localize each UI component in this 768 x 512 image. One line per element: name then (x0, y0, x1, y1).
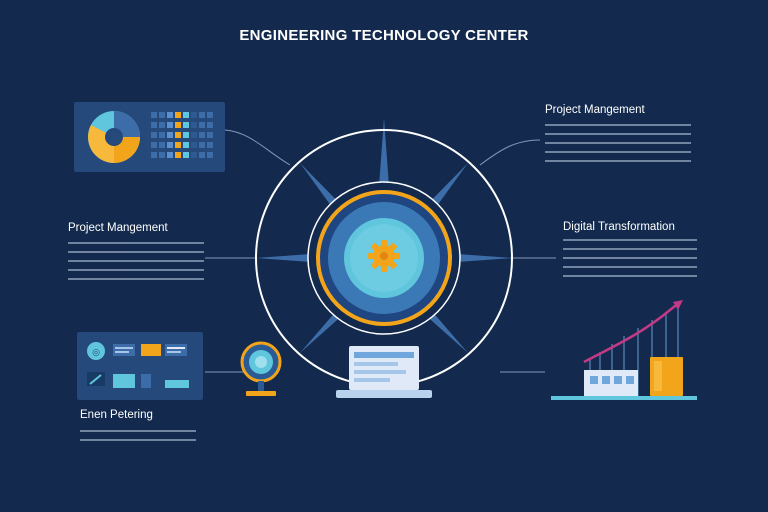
grid-tile (191, 112, 197, 118)
grid-tile (159, 152, 165, 158)
grid-tile (207, 142, 213, 148)
grid-tile (167, 132, 173, 138)
text-block-top-right (545, 121, 691, 167)
grid-tile (183, 132, 189, 138)
lens-icon (240, 341, 282, 396)
grid-tile (191, 132, 197, 138)
grid-tile (183, 122, 189, 128)
label-bottom-left: Enen Petering (80, 409, 153, 421)
grid-tile (207, 132, 213, 138)
grid-tile (207, 122, 213, 128)
label-top-right: Project Mangement (545, 104, 645, 116)
grid-tile (151, 142, 157, 148)
pie-chart-icon (88, 111, 140, 163)
grid-tile (167, 152, 173, 158)
page-title: ENGINEERING TECHNOLOGY CENTER (239, 27, 529, 44)
grid-tile (175, 122, 181, 128)
grid-tile (183, 152, 189, 158)
tile-grid (151, 112, 213, 158)
grid-tile (183, 112, 189, 118)
grid-tile (191, 152, 197, 158)
grid-tile (159, 122, 165, 128)
grid-tile (207, 152, 213, 158)
grid-tile (191, 122, 197, 128)
grid-tile (167, 142, 173, 148)
grid-tile (159, 112, 165, 118)
grid-tile (151, 112, 157, 118)
text-block-mid-right (563, 236, 697, 282)
grid-tile (207, 112, 213, 118)
connector-top-right (479, 139, 541, 166)
grid-tile (175, 132, 181, 138)
label-mid-left: Project Mangement (68, 222, 168, 234)
text-block-bottom-left (80, 427, 196, 445)
grid-tile (191, 142, 197, 148)
grid-tile (151, 122, 157, 128)
grid-tile (199, 152, 205, 158)
gear-icon (368, 240, 400, 272)
grid-tile (175, 152, 181, 158)
grid-tile (167, 112, 173, 118)
connector-top-left (224, 129, 291, 166)
svg-text:◎: ◎ (92, 348, 100, 358)
grid-tile (159, 142, 165, 148)
grid-tile (199, 142, 205, 148)
grid-tile (151, 152, 157, 158)
connector-lines (205, 129, 556, 373)
blade (378, 118, 390, 200)
grid-tile (183, 142, 189, 148)
grid-tile (159, 132, 165, 138)
grid-tile (167, 122, 173, 128)
grid-tile (151, 132, 157, 138)
grid-tile (199, 112, 205, 118)
label-mid-right: Digital Transformation (563, 221, 675, 233)
grid-tile (199, 122, 205, 128)
growth-chart-icon (551, 300, 697, 400)
grid-tile (175, 112, 181, 118)
dashboard-icon: ◎ (77, 332, 203, 400)
pie-dashboard (74, 102, 225, 172)
grid-tile (199, 132, 205, 138)
text-block-mid-left (68, 239, 204, 285)
grid-tile (175, 142, 181, 148)
laptop-icon (336, 346, 432, 398)
